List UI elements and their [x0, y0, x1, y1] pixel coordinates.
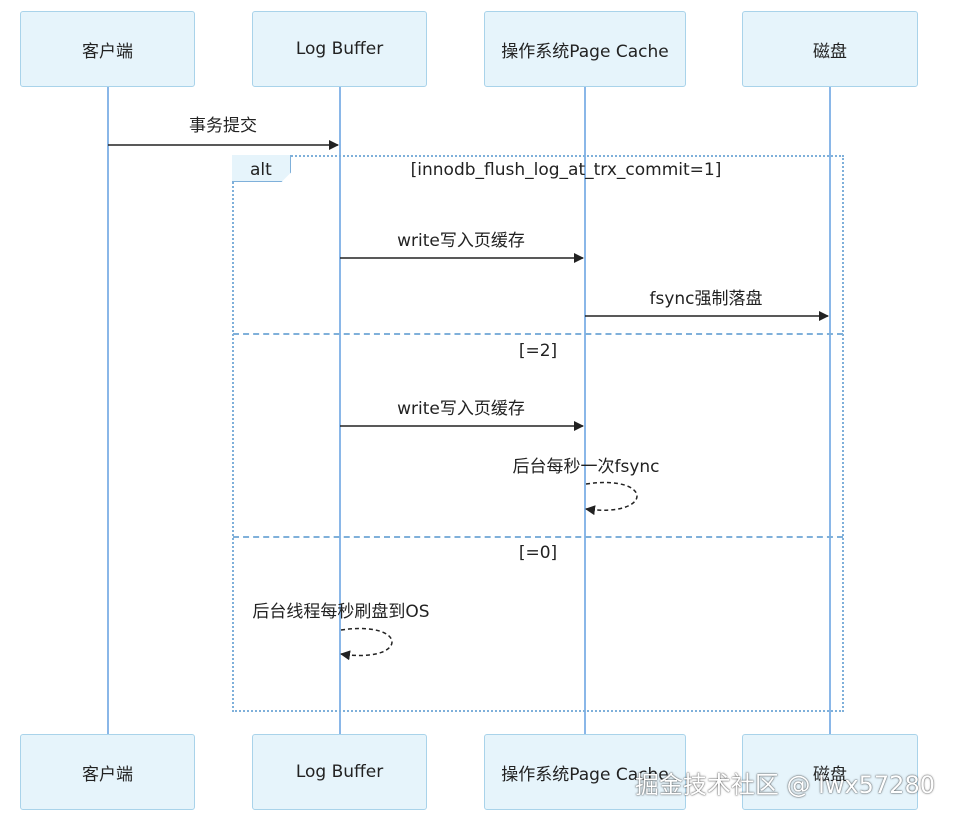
message-write-2: write写入页缓存: [397, 399, 525, 419]
message-write-1: write写入页缓存: [397, 231, 525, 251]
alt-frame-tag: [232, 155, 291, 182]
arrow-self-bg-fsync: [585, 481, 638, 516]
participant-client-top: 客户端: [20, 11, 195, 87]
alt-tag-label: alt: [250, 160, 272, 180]
alt-condition-2: [=2]: [518, 341, 558, 361]
participant-page-cache-bottom: 操作系统Page Cache: [484, 734, 686, 810]
alt-divider-2: [233, 536, 843, 538]
alt-divider-1: [233, 333, 843, 335]
arrow-self-bg-flush: [340, 627, 393, 661]
message-fsync: fsync强制落盘: [649, 289, 763, 309]
lifeline-log-buffer: [339, 86, 341, 734]
participant-client-bottom: 客户端: [20, 734, 195, 810]
message-bg-fsync: 后台每秒一次fsync: [512, 457, 660, 477]
alt-frame: [232, 155, 844, 712]
message-commit: 事务提交: [189, 116, 257, 136]
alt-condition-3: [=0]: [518, 543, 558, 563]
alt-condition-1: [innodb_flush_log_at_trx_commit=1]: [410, 160, 722, 180]
participant-page-cache-top: 操作系统Page Cache: [484, 11, 686, 87]
watermark: 掘金技术社区 @ lwx57280: [634, 771, 935, 799]
lifeline-page-cache: [584, 86, 586, 734]
message-bg-flush: 后台线程每秒刷盘到OS: [252, 602, 430, 622]
participant-disk-top: 磁盘: [742, 11, 918, 87]
participant-log-buffer-top: Log Buffer: [252, 11, 427, 87]
participant-disk-bottom: 磁盘: [742, 734, 918, 810]
lifeline-client: [107, 86, 109, 734]
lifeline-disk: [829, 86, 831, 734]
participant-log-buffer-bottom: Log Buffer: [252, 734, 427, 810]
